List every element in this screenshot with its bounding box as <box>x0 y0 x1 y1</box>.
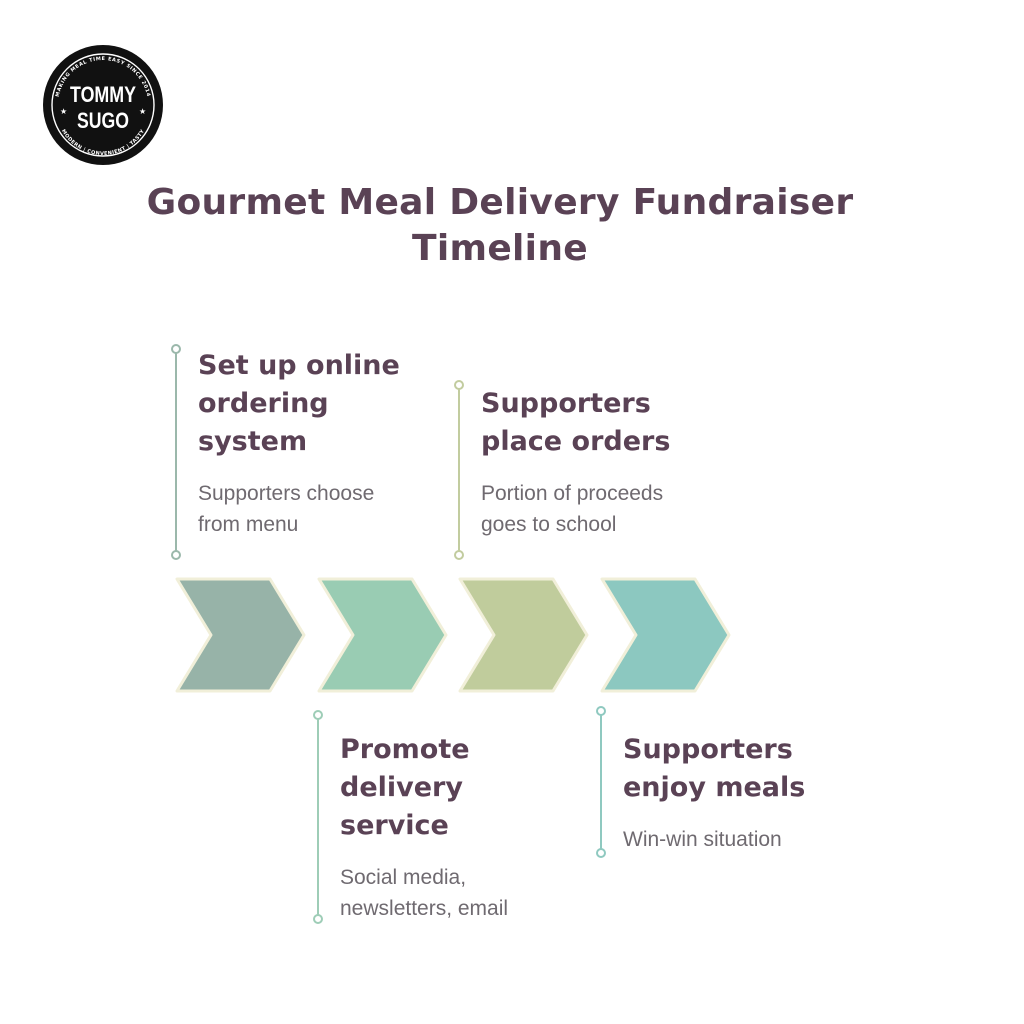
step-3-connector <box>458 386 460 556</box>
step-4-dot-bottom <box>596 848 606 858</box>
step-3-dot-top <box>454 380 464 390</box>
step-2-connector <box>317 716 319 920</box>
chevron-step-4 <box>600 577 731 693</box>
step-2-dot-top <box>313 710 323 720</box>
step-2-description: Social media, newsletters, email <box>340 866 509 920</box>
step-4-description: Win-win situation <box>623 828 782 851</box>
step-3-heading: Supporters place orders <box>481 388 671 457</box>
star-icon: ★ <box>60 107 67 116</box>
step-4-dot-top <box>596 706 606 716</box>
diagram-title: Gourmet Meal Delivery Fundraiser Timelin… <box>0 180 1000 272</box>
step-1-connector <box>175 350 177 556</box>
step-3-dot-bottom <box>454 550 464 560</box>
tommy-sugo-logo: MAKING MEAL TIME EASY SINCE 2014 MODERN … <box>43 45 163 165</box>
chevron-step-2 <box>317 577 448 693</box>
title-line-1: Gourmet Meal Delivery Fundraiser <box>146 182 854 223</box>
step-2-heading: Promote delivery service <box>340 734 470 841</box>
step-4-connector <box>600 712 602 854</box>
step-1-description: Supporters choose from menu <box>198 482 375 536</box>
step-2-dot-bottom <box>313 914 323 924</box>
title-line-2: Timeline <box>412 228 588 269</box>
logo-line-2: SUGO <box>77 108 129 133</box>
step-1-dot-bottom <box>171 550 181 560</box>
star-icon: ★ <box>139 107 146 116</box>
step-1-heading: Set up online ordering system <box>198 350 400 457</box>
step-1-dot-top <box>171 344 181 354</box>
step-3-description: Portion of proceeds goes to school <box>481 482 664 536</box>
chevron-step-1 <box>175 577 306 693</box>
chevron-step-3 <box>458 577 589 693</box>
logo-line-1: TOMMY <box>70 82 136 107</box>
step-4-heading: Supporters enjoy meals <box>623 734 806 803</box>
